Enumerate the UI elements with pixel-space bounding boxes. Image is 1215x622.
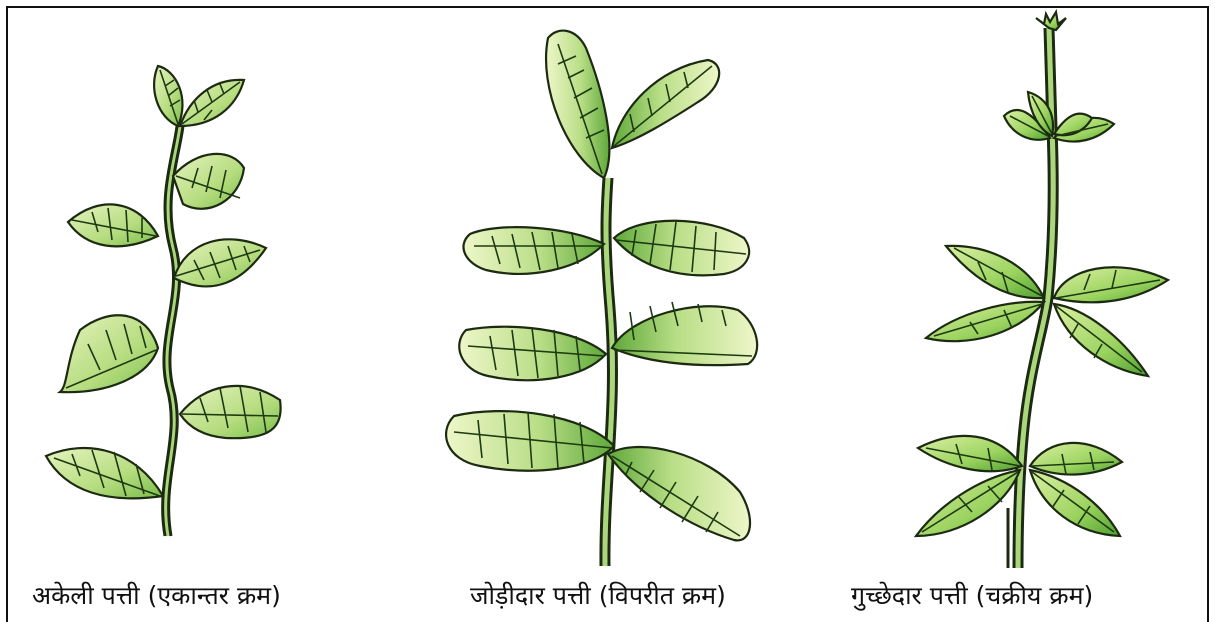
alternate-leaf-panel [8,8,388,568]
whorled-leaf-panel [808,8,1208,568]
opposite-leaf-illustration [408,8,808,568]
alternate-leaf-illustration [8,8,388,568]
leaf [180,386,281,438]
leaf [612,60,719,148]
leaf [180,80,244,126]
leaf [608,447,750,540]
whorled-caption: गुच्छेदार पत्ती (चक्रीय क्रम) [851,578,1093,614]
leaf [46,448,163,498]
flower-bud [1036,12,1066,30]
leaf [68,204,158,246]
leaf [459,327,606,381]
figure-frame: अकेली पत्ती (एकान्तर क्रम) जोड़ीदार पत्त… [6,6,1209,622]
leaf [174,239,266,286]
alternate-caption: अकेली पत्ती (एकान्तर क्रम) [32,578,281,614]
leaf-whorl-top [1004,92,1114,142]
leaf [60,315,158,392]
whorled-leaf-illustration [808,8,1208,568]
leaf [173,154,244,209]
leaf [154,66,182,126]
opposite-caption: जोड़ीदार पत्ती (विपरीत क्रम) [470,578,726,614]
leaf [614,221,749,276]
leaf [463,227,604,274]
opposite-leaf-panel [408,8,808,568]
leaf [446,411,614,471]
leaf [612,302,757,365]
leaf [546,31,609,178]
